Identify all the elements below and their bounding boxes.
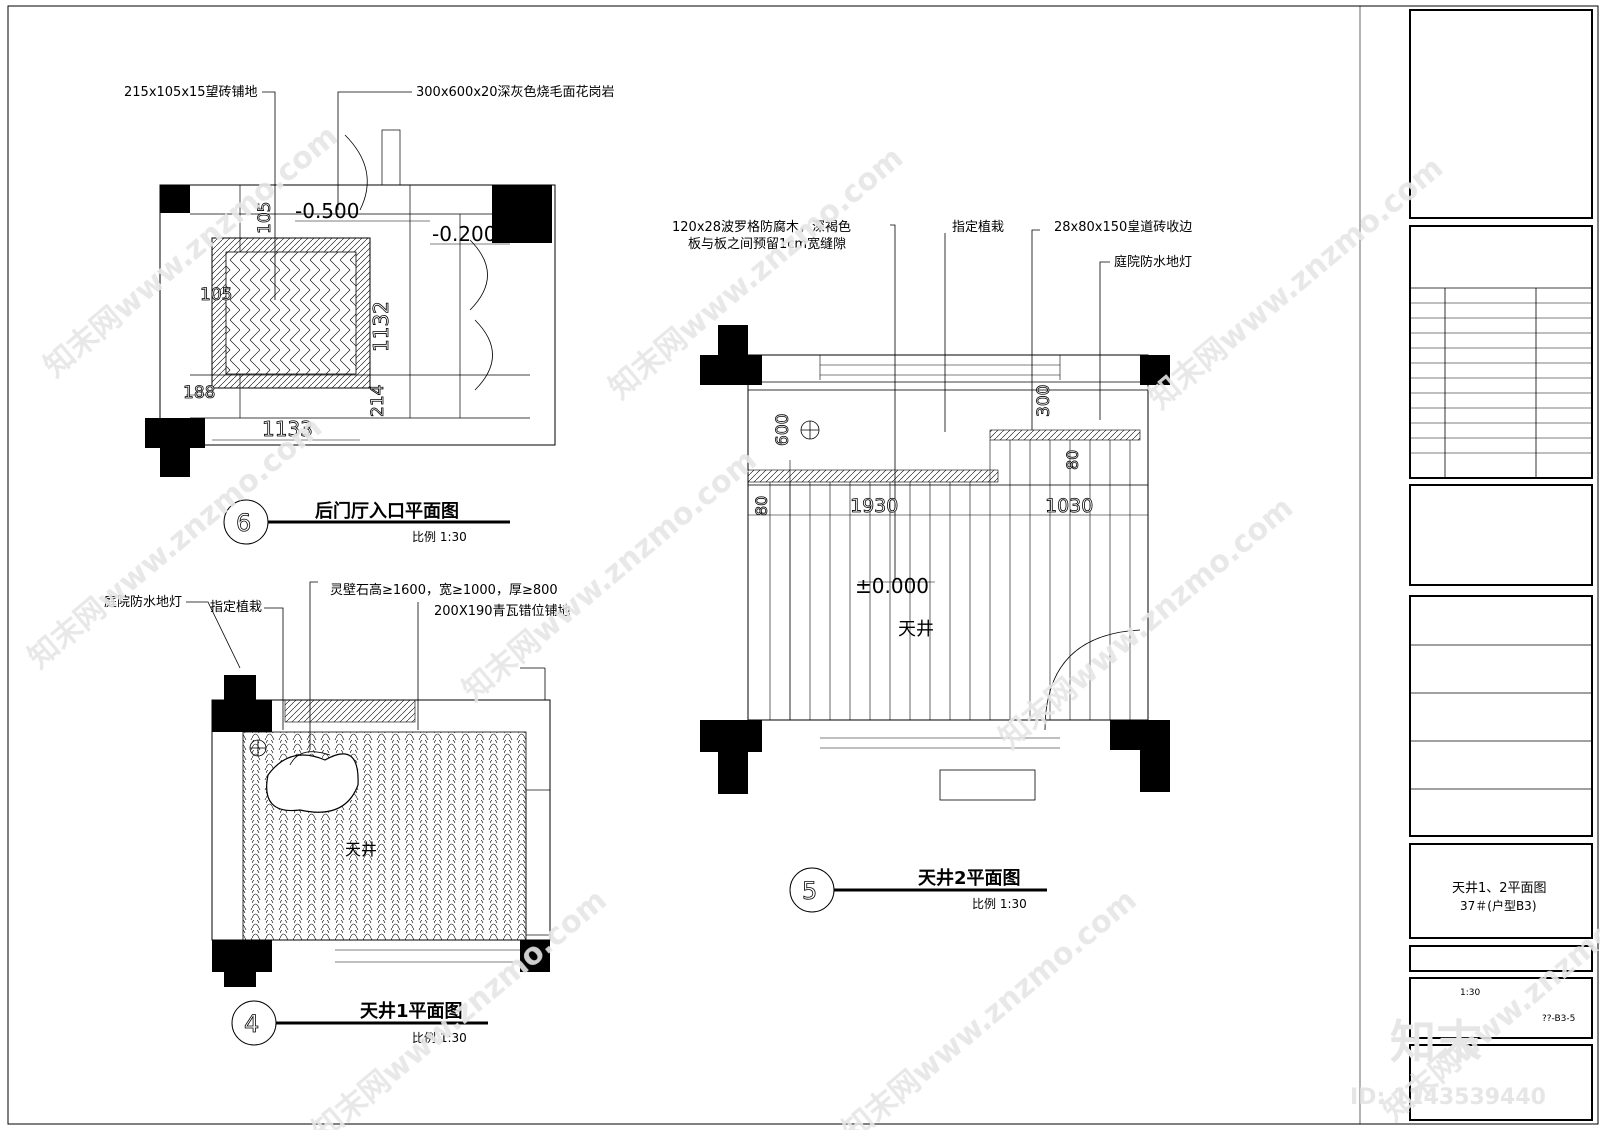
dim-214: 214 (368, 385, 388, 417)
watermark-id: ID: 1143539440 (1350, 1085, 1546, 1110)
drawing-5-scale: 比例 1:30 (972, 897, 1027, 911)
label-brick-paving: 215x105x15望砖铺地 (124, 84, 258, 100)
sheet-number: ??-B3-5 (1542, 1014, 1575, 1024)
sheet-scale: 1:30 (1460, 988, 1480, 998)
sheet-title: 天井1、2平面图 (1452, 881, 1547, 896)
label-granite: 300x600x20深灰色烧毛面花岗岩 (416, 84, 615, 100)
drawing-6-title (223, 499, 510, 545)
label-stone: 灵壁石高≥1600，宽≥1000，厚≥800 (330, 582, 558, 598)
level-zero: ±0.000 (855, 574, 929, 598)
label-wood-deck-2: 板与板之间预留1cm宽缝隙 (688, 236, 846, 252)
dim-1133: 1133 (262, 417, 313, 441)
sheet-unit: 37＃(户型B3) (1460, 898, 1537, 913)
drawing-6-scale: 比例 1:30 (412, 530, 467, 544)
drawing-6-title-text: 后门厅入口平面图 (315, 500, 459, 522)
label-lamp-4: 庭院防水地灯 (104, 594, 182, 610)
drawing-4-title-text: 天井1平面图 (360, 1000, 463, 1022)
drawing-4-number: 4 (244, 1010, 259, 1038)
watermark-6: 知末网www.znzmo.com (993, 490, 1300, 756)
dim-188: 188 (183, 383, 215, 403)
watermark-3: 知末网www.znzmo.com (1143, 150, 1450, 416)
dim-1132: 1132 (369, 301, 393, 352)
room-label-4: 天井 (345, 840, 377, 859)
drawing-5-title (789, 867, 1047, 913)
label-plant-4: 指定植栽 (210, 599, 262, 615)
label-brick-edge: 28x80x150皇道砖收边 (1054, 220, 1192, 235)
dim-300: 300 (1034, 385, 1054, 417)
drawing-4-plan (186, 581, 551, 987)
drawing-6-plan (145, 91, 556, 477)
dim-1930: 1930 (850, 495, 898, 517)
sheet-border (7, 5, 1599, 1125)
dim-80-left: 80 (752, 496, 771, 516)
decking-boards (769, 440, 1131, 720)
watermark-5: 知末网www.znzmo.com (456, 443, 763, 709)
label-tile: 200X190青瓦错位铺地 (434, 604, 571, 619)
dim-1030: 1030 (1045, 495, 1093, 517)
drawing-6-number: 6 (236, 509, 251, 537)
watermark-logo: 知末 (1390, 1015, 1482, 1069)
level-minus-0200: -0.200 (432, 222, 496, 246)
dim-80-right: 80 (1063, 450, 1082, 470)
level-minus-0500: -0.500 (295, 199, 359, 223)
label-lamp-5: 庭院防水地灯 (1114, 254, 1192, 270)
drawing-5-plan (700, 224, 1170, 801)
label-plant-5: 指定植栽 (952, 219, 1004, 235)
title-block (1409, 9, 1593, 1121)
dim-600: 600 (773, 414, 793, 446)
drawing-4-title (231, 1000, 488, 1046)
dim-105-top: 105 (255, 202, 275, 234)
watermark-8: 知末网www.znzmo.com (836, 883, 1143, 1130)
drawing-5-number: 5 (802, 877, 817, 905)
label-wood-deck-1: 120x28波罗格防腐木，深褐色 (672, 219, 851, 235)
drawing-4-scale: 比例 1:30 (412, 1031, 467, 1045)
room-label-5: 天井 (898, 619, 934, 640)
dim-105-left: 105 (200, 285, 232, 305)
drawing-5-title-text: 天井2平面图 (918, 867, 1021, 889)
